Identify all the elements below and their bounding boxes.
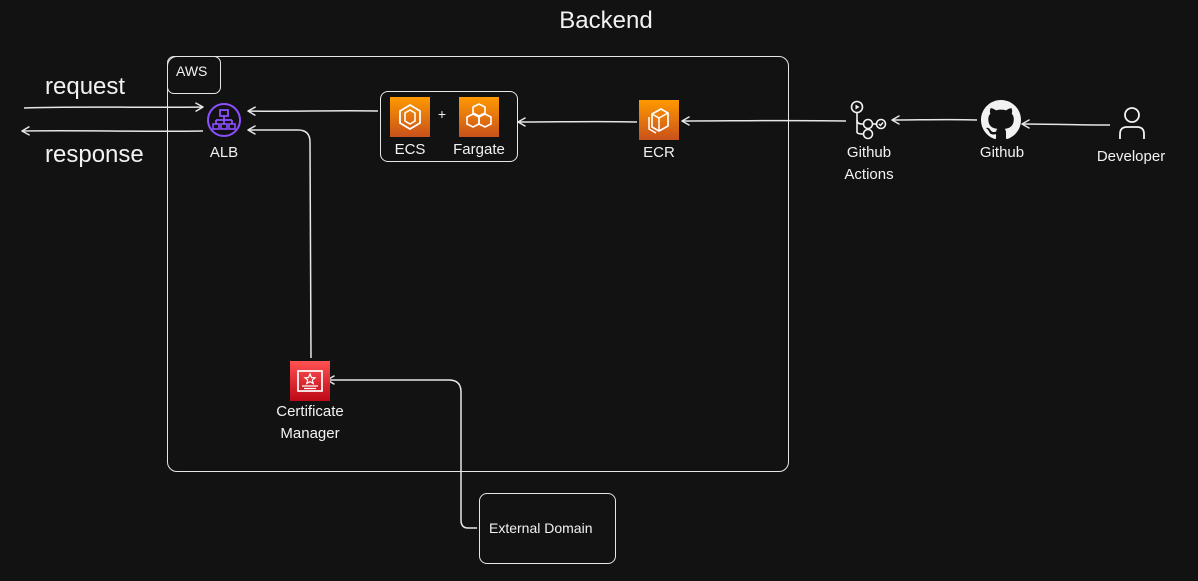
cert-to-alb-arrow [247,125,312,359]
domain-to-cert-arrow [326,375,477,529]
github-actions-label-line1: Github [846,144,892,161]
aws-label-box [167,56,221,94]
certificate-icon [290,361,330,401]
ecs-icon [390,97,430,137]
request-arrow [23,102,204,112]
load-balancer-icon [206,102,242,138]
aws-boundary [167,56,789,472]
github-actions-label-line2: Actions [844,166,894,183]
external-domain-label: External Domain [489,520,593,536]
alb-label: ALB [209,144,239,161]
github-label: Github [979,144,1025,161]
certificate-manager-label: Certificate Manager [276,401,344,445]
fargate-icon [459,97,499,137]
response-arrow [21,126,204,136]
certificate-manager-label-line1: Certificate [276,403,344,420]
plus-sign: + [437,106,447,122]
ecr-icon [639,100,679,140]
developer-label: Developer [1096,148,1166,165]
ecs-to-alb-arrow [247,106,379,116]
developer-to-github-arrow [1021,119,1111,129]
request-label: request [45,73,126,100]
fargate-label: Fargate [453,141,505,158]
response-label: response [45,141,144,168]
user-icon [1116,104,1148,142]
aws-label: AWS [176,63,208,79]
certificate-manager-label-line2: Manager [280,425,340,442]
ecs-fargate-group [380,91,518,162]
github-actions-icon [846,98,890,142]
github-actions-label: Github Actions [844,142,893,186]
github-icon [980,100,1022,140]
ecr-label: ECR [643,144,675,161]
diagram-title: Backend [559,7,653,34]
external-domain-box [479,493,616,564]
ecs-label: ECS [394,141,426,158]
